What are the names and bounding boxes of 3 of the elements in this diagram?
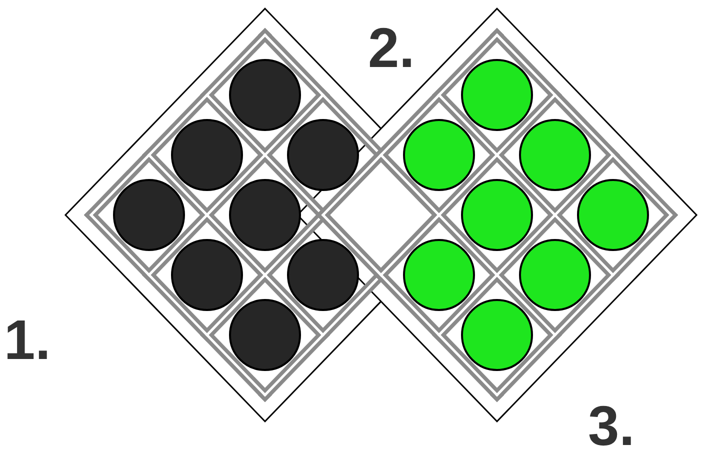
board-label: 3. [588,398,635,454]
board-label: 2. [368,20,415,76]
board-label: 1. [4,312,51,368]
